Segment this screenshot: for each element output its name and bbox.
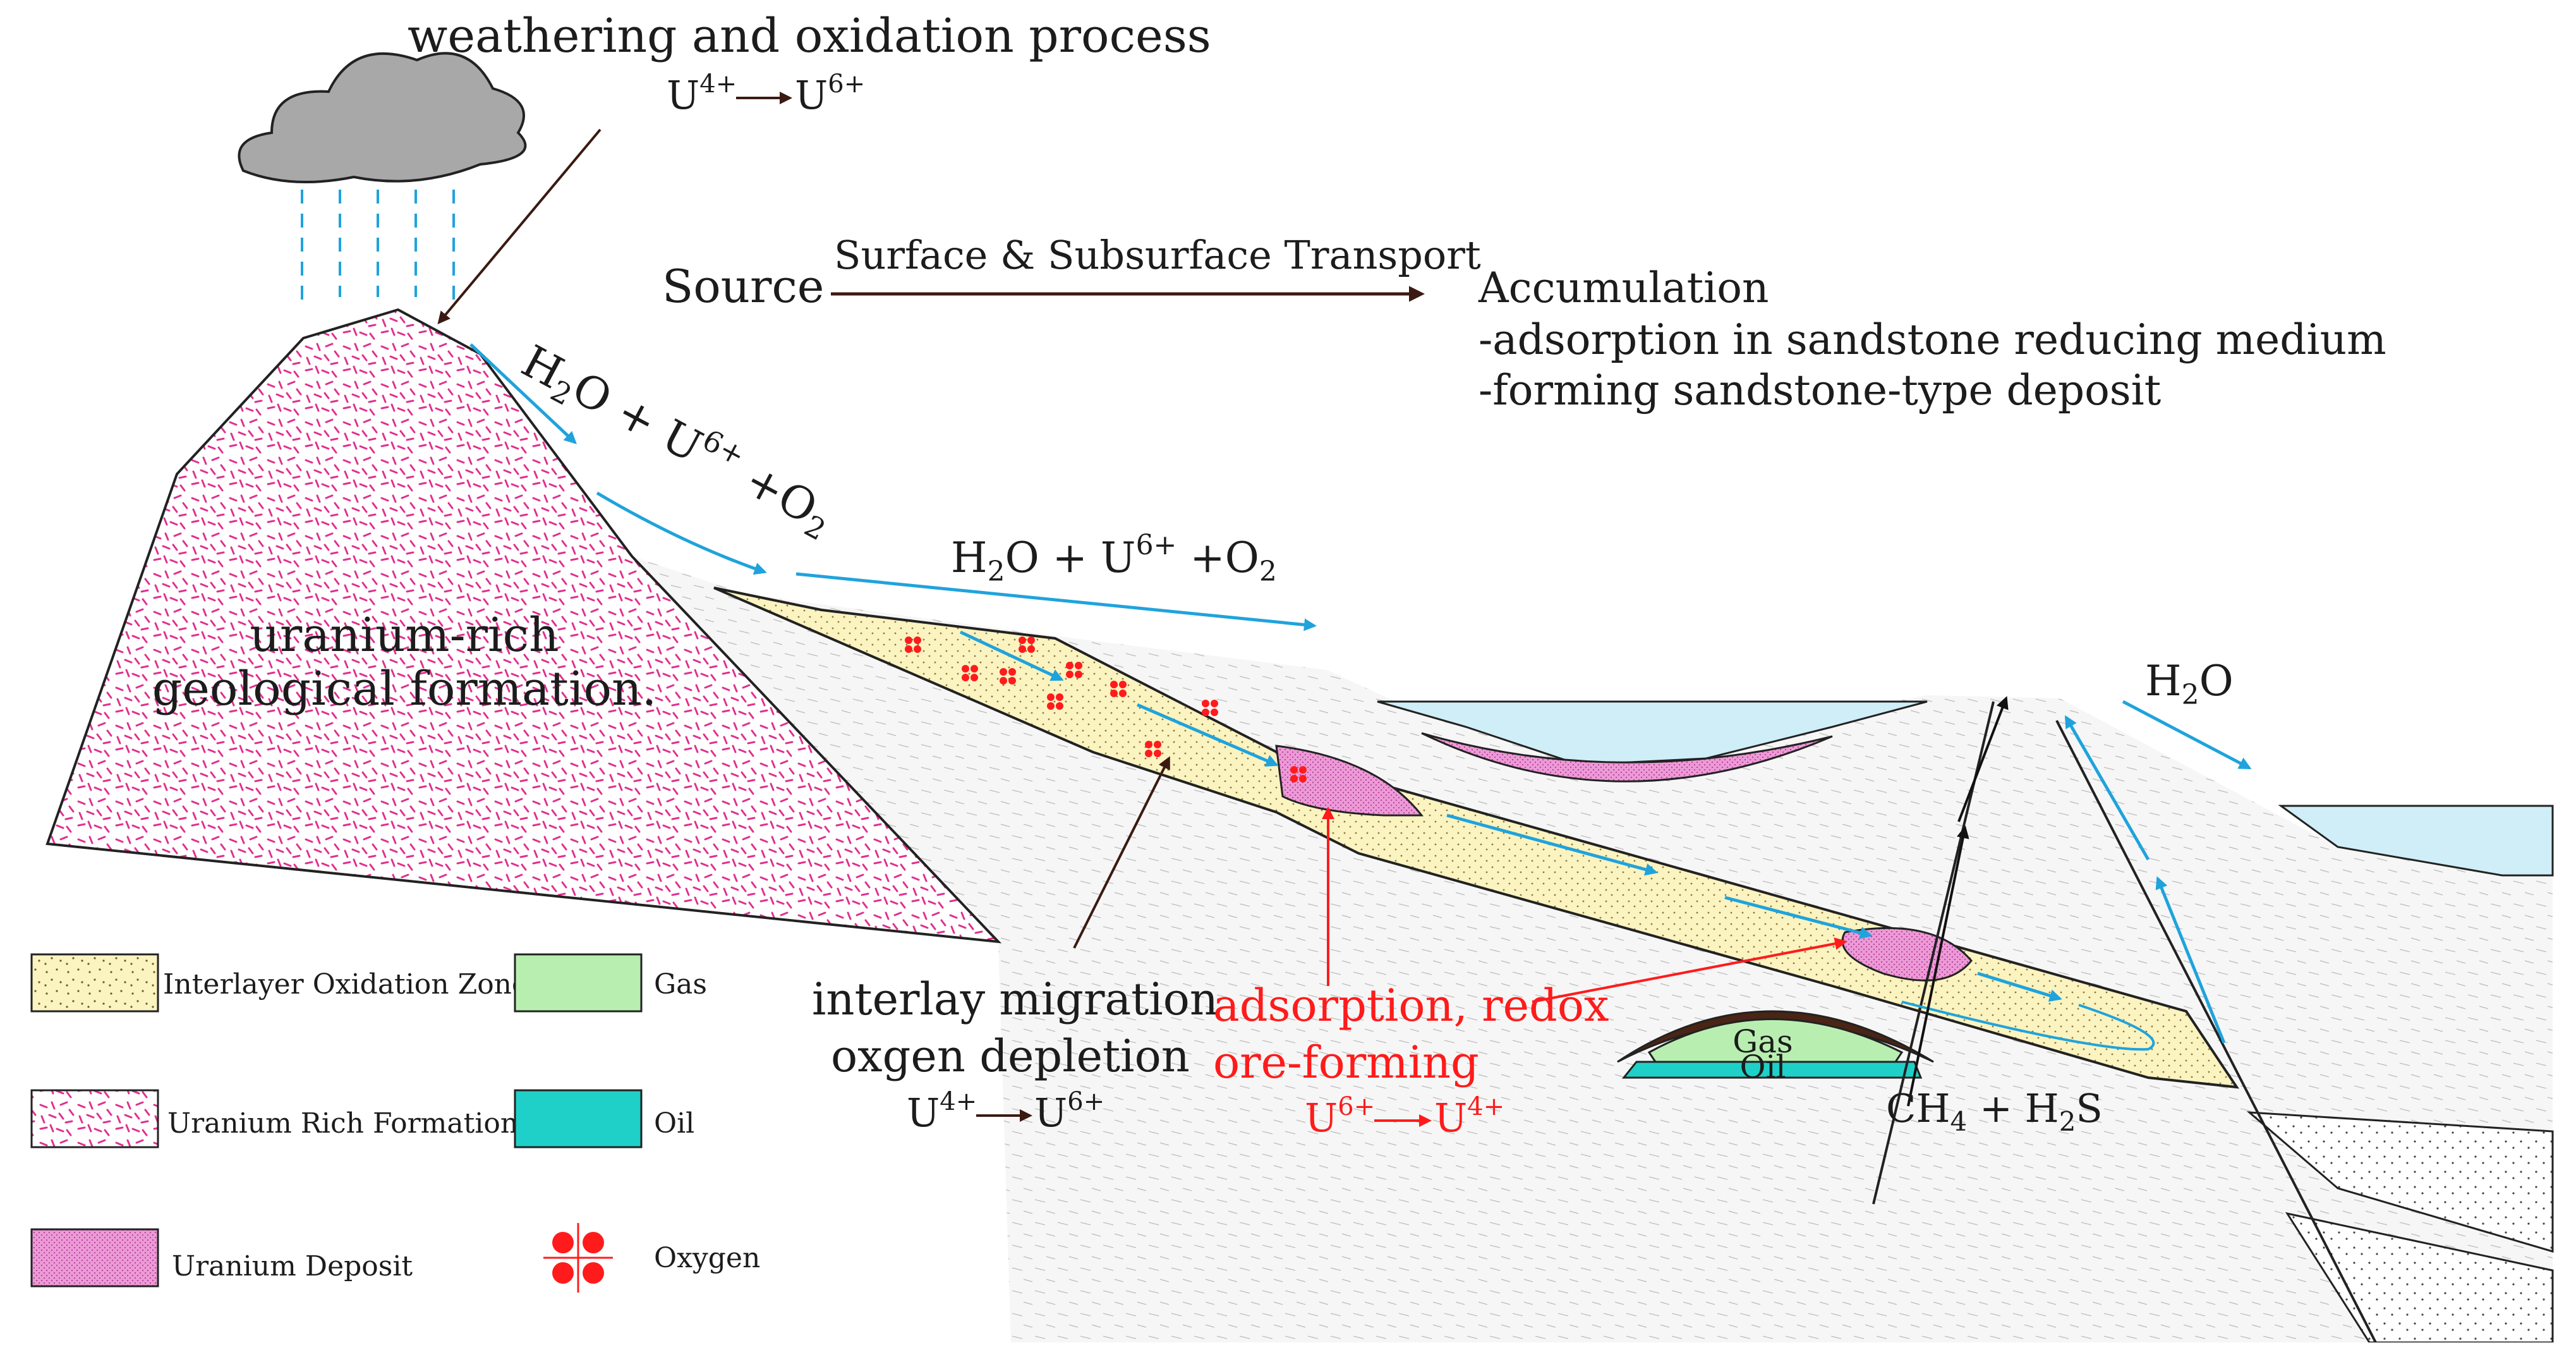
legend-label-gas: Gas — [654, 968, 707, 1001]
migration-line-2: oxgen depletion — [831, 1030, 1190, 1082]
legend-swatch-oxidation — [30, 953, 159, 1013]
weathering-title: weathering and oxidation process — [408, 9, 1211, 63]
adsorption-line-2: ore-forming — [1213, 1037, 1479, 1088]
svg-text:U4+: U4+ — [667, 70, 737, 118]
gas-layer — [1647, 1018, 1904, 1063]
formation-label-line-1: uranium-rich — [250, 608, 559, 662]
legend-swatch-deposit — [30, 1228, 159, 1287]
legend-label-deposit: Uranium Deposit — [172, 1250, 413, 1282]
right-flow-arrow — [2122, 700, 2252, 770]
cloud-icon — [238, 52, 527, 183]
legend-swatch-gas — [514, 953, 643, 1013]
svg-text:H2O: H2O — [2145, 657, 2234, 711]
migration-line-1: interlay migration — [812, 973, 1218, 1025]
aquifer-flow-arrow-2 — [1137, 703, 1279, 767]
svg-text:U4+: U4+ — [907, 1087, 977, 1136]
aquifer-flow-arrow-1 — [959, 630, 1064, 681]
rain-icon — [301, 190, 455, 310]
oil-layer — [1621, 1061, 1923, 1079]
slope-flow-arrow-1 — [469, 343, 577, 444]
aquifer-return-loop — [1901, 1001, 2155, 1051]
aquifer-flow-arrow-4 — [1724, 896, 1873, 939]
adsorption-pointer-right — [1532, 937, 1847, 1003]
lake-deposit-lens — [1421, 732, 1833, 782]
fault-right — [2055, 720, 2377, 1343]
weathering-equation: U4+ U6+ — [667, 70, 865, 118]
accumulation-label: Accumulation — [1478, 264, 1769, 312]
migration-equation: U4+ U6+ — [907, 1087, 1104, 1136]
fault-flow-arrow-2 — [2064, 715, 2150, 861]
right-water-label: H2O — [2145, 657, 2234, 711]
roll-front-deposit — [1275, 745, 1424, 817]
legend-swatch-oxygen — [543, 1223, 613, 1293]
transport-label: Surface & Subsurface Transport — [834, 232, 1481, 278]
fault-flow-arrow-1 — [2155, 876, 2226, 1044]
accumulation-line-2: -forming sandstone-type deposit — [1478, 366, 2161, 415]
aquifer-flow-arrow-3 — [1446, 813, 1658, 876]
source-label: Source — [662, 260, 824, 313]
aquifer — [713, 587, 2240, 1089]
oil-label: Oil — [1740, 1049, 1786, 1085]
svg-text:H2O + U6+ +O2: H2O + U6+ +O2 — [951, 529, 1277, 588]
legend-label-uranium-rich: Uranium Rich Formation — [167, 1107, 518, 1140]
svg-text:U6+: U6+ — [795, 70, 865, 118]
upper-water-label: H2O + U6+ +O2 — [951, 529, 1277, 588]
adsorption-line-1: adsorption, redox — [1213, 980, 1609, 1032]
slope-flow-arrow-2 — [596, 491, 767, 575]
legend-swatch-uranium-rich — [30, 1089, 159, 1148]
legend-label-oxidation: Interlayer Oxidation Zone — [163, 968, 528, 1001]
gas-migration-arrow-1 — [1907, 825, 1969, 1107]
weathering-pointer — [437, 128, 602, 325]
oxygen-markers — [905, 636, 1307, 782]
gas-migration-arrow-2 — [1957, 696, 2009, 822]
sea — [2278, 805, 2554, 877]
formation-label-line-2: geological formation. — [152, 662, 656, 716]
accumulation-line-1: -adsorption in sandstone reducing medium — [1478, 315, 2386, 364]
uranium-rich-mountain — [45, 308, 1002, 944]
upper-flow-arrow — [795, 572, 1317, 631]
deposit-at-fault — [1841, 927, 1973, 982]
lower-sandstone — [2246, 1111, 2554, 1253]
aquifer-flow-arrow-5 — [1977, 971, 2062, 1002]
legend: Interlayer Oxidation Zone Gas Uranium Ri… — [30, 953, 760, 1293]
gas-label: Gas — [1732, 1023, 1793, 1060]
legend-swatch-oil — [514, 1089, 643, 1148]
migration-pointer — [1073, 756, 1170, 949]
legend-label-oxygen: Oxygen — [654, 1242, 760, 1274]
legend-label-oil: Oil — [654, 1107, 694, 1140]
